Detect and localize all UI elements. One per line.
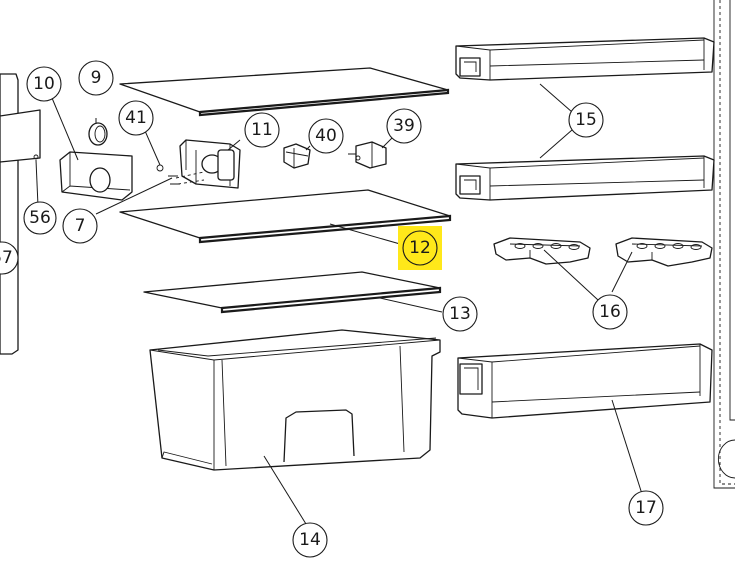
door-frame-right [713,0,735,489]
callout-16-label: 16 [599,302,621,322]
part-15-door-balcony-upper [455,37,715,81]
part-16-egg-tray-left [493,237,591,265]
callout-10: 10 [26,66,62,102]
callout-40-label: 40 [315,126,337,146]
part-15-door-balcony-lower [455,155,715,201]
callout-15-label: 15 [575,110,597,130]
callout-17-label: 17 [635,498,657,518]
callout-57-label: 57 [0,248,13,268]
callout-41: 41 [118,100,154,136]
callout-12-label: 12 [409,238,431,258]
part-40-lamp-socket [283,143,311,169]
callout-39-label: 39 [393,116,415,136]
door-panel-left [0,73,41,355]
callout-40: 40 [308,118,344,154]
callout-11: 11 [244,112,280,148]
callout-15: 15 [568,102,604,138]
callout-56: 56 [23,201,57,235]
part-39-switch [348,141,387,169]
callout-7: 7 [62,208,98,244]
callout-13: 13 [442,296,478,332]
part-13-crisper-cover [143,271,442,314]
part-41-screw [156,164,164,172]
callout-41-label: 41 [125,108,147,128]
part-11-control-module [168,139,241,189]
callout-39: 39 [386,108,422,144]
callout-56-label: 56 [29,208,51,228]
leader-lines [35,83,643,525]
callout-7-label: 7 [75,216,86,236]
callout-12: 12 [398,226,442,270]
callout-10-label: 10 [33,74,55,94]
callout-11-label: 11 [251,120,273,140]
part-14-crisper-drawer [149,329,441,471]
callout-9-label: 9 [91,68,102,88]
callout-13-label: 13 [449,304,471,324]
callout-57: 57 [0,241,19,275]
callout-16: 16 [592,294,628,330]
part-16-egg-tray-right [615,237,713,267]
part-12-glass-shelf [119,189,452,244]
callout-17: 17 [628,490,664,526]
part-10-housing [59,151,133,201]
part-17-door-bin [457,343,713,419]
part-9-knob [88,122,108,146]
callout-14: 14 [292,522,328,558]
callout-9: 9 [78,60,114,96]
callout-14-label: 14 [299,530,321,550]
glass-shelf-top [119,67,450,117]
